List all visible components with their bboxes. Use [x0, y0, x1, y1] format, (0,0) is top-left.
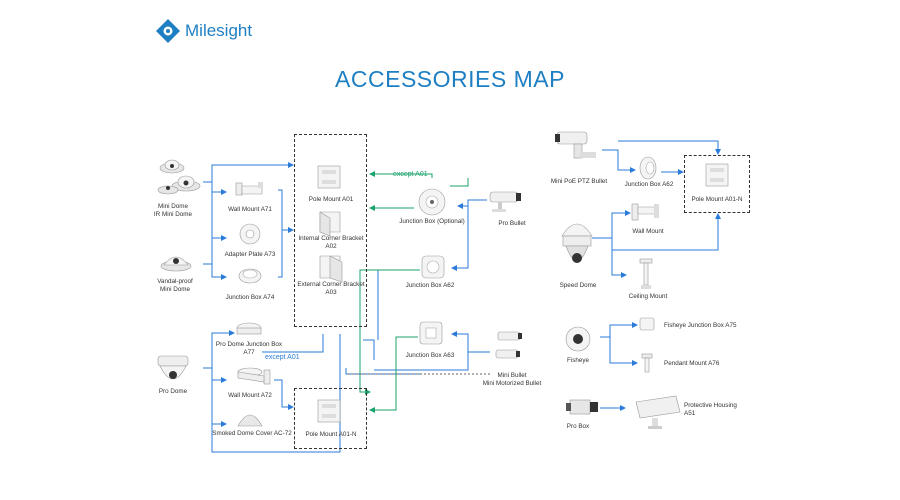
wall-mount-icon — [237, 367, 271, 385]
camera-label-fisheye: Fisheye — [566, 357, 590, 364]
camera-name: Mini Dome — [159, 285, 191, 293]
label-junction-box-a62-left: Junction Box A62 — [405, 282, 455, 289]
accessory-name: A02 — [325, 242, 337, 250]
accessory-name: Pro Dome Junction Box — [215, 341, 283, 348]
dome-camera-icon — [160, 256, 192, 272]
dome-cover-icon — [237, 414, 263, 427]
camera-label-pro-bullet: Pro Bullet — [498, 220, 526, 227]
pole-mount-group-box — [294, 134, 367, 327]
ptz-camera-icon — [555, 131, 596, 159]
pole-mount-icon — [317, 165, 341, 189]
junction-box-icon — [639, 317, 655, 331]
accessory-name: A51 — [684, 409, 696, 417]
fisheye-camera-icon — [565, 326, 591, 352]
wall-mount-icon — [235, 182, 263, 196]
label-wall-mount-a71: Wall Mount A71 — [228, 206, 272, 213]
accessory-name: External Corner Bracket — [297, 281, 365, 288]
accessory-name: A77 — [243, 348, 255, 356]
accessory-name: Protective Housing — [684, 402, 737, 409]
bracket-icon — [319, 211, 341, 237]
junction-box-icon — [639, 156, 657, 180]
camera-name: Mini Dome — [157, 203, 189, 210]
label-smoked-dome-cover: Smoked Dome Cover AC-72 — [212, 430, 292, 437]
label-junction-box-a62-right: Junction Box A62 — [624, 181, 674, 188]
label-protective-housing: Protective Housing A51 — [684, 402, 744, 417]
label-pendant-mount-a76: Pendant Mount A76 — [664, 360, 720, 367]
junction-box-icon — [238, 268, 262, 284]
camera-name: IR Mini Dome — [153, 210, 193, 218]
bracket-icon — [319, 255, 343, 283]
accessory-name: Internal Corner Bracket — [298, 235, 364, 242]
pole-mount-a01n-box-right — [684, 155, 750, 213]
label-junction-box-a74: Junction Box A74 — [225, 294, 275, 301]
junction-box-icon — [421, 255, 445, 279]
label-pole-mount-a01n-left: Pole Mount A01-N — [305, 431, 357, 438]
label-junction-box-a63: Junction Box A63 — [405, 352, 455, 359]
camera-name: Mini Motorized Bullet — [482, 379, 542, 387]
milesight-logo-icon — [156, 19, 180, 43]
pole-mount-a01n-box-left — [294, 388, 367, 449]
camera-label-mini-dome: Mini Dome IR Mini Dome — [140, 203, 206, 218]
pendant-mount-icon — [641, 353, 653, 373]
brand: Milesight — [155, 18, 252, 44]
brand-name: Milesight — [185, 21, 253, 40]
camera-label-mini-poe-ptz: Mini PoE PTZ Bullet — [550, 178, 608, 185]
ceiling-mount-icon — [639, 258, 653, 289]
bullet-camera-icon — [495, 331, 522, 359]
label-wall-mount-a72: Wall Mount A72 — [228, 392, 272, 399]
label-fisheye-junction-box-a75: Fisheye Junction Box A75 — [664, 322, 737, 329]
label-pro-dome-junction-box-a77: Pro Dome Junction Box A77 — [212, 341, 286, 356]
wall-mount-icon — [631, 203, 659, 221]
speed-dome-icon — [561, 223, 593, 263]
junction-box-icon — [419, 321, 443, 345]
note-except-a01-green: except A01 — [393, 171, 428, 178]
label-pole-mount-a01: Pole Mount A01 — [308, 196, 354, 203]
dome-camera-icon — [157, 159, 201, 195]
label-internal-corner-a02: Internal Corner Bracket A02 — [296, 235, 366, 250]
camera-label-speed-dome: Speed Dome — [559, 282, 597, 289]
label-ceiling-mount: Ceiling Mount — [628, 293, 668, 300]
camera-label-pro-box: Pro Box — [566, 423, 590, 430]
camera-label-vandal-dome: Vandal-proof Mini Dome — [142, 278, 208, 293]
bullet-camera-icon — [489, 191, 521, 212]
camera-name: Mini Bullet — [497, 372, 527, 379]
camera-label-mini-bullet: Mini Bullet Mini Motorized Bullet — [476, 372, 548, 387]
label-pole-mount-a01n-right: Pole Mount A01-N — [691, 196, 743, 203]
label-wall-mount: Wall Mount — [632, 228, 664, 235]
note-except-a01-blue: except A01 — [265, 354, 300, 361]
dome-camera-icon — [157, 355, 189, 380]
page-title: ACCESSORIES MAP — [335, 66, 565, 92]
camera-label-pro-dome: Pro Dome — [158, 388, 188, 395]
junction-box-icon — [418, 188, 446, 216]
junction-box-icon — [236, 322, 262, 335]
pole-mount-icon — [705, 163, 729, 187]
label-external-corner-a03: External Corner Bracket A03 — [296, 281, 366, 296]
accessory-name: A03 — [325, 288, 337, 296]
box-camera-icon — [566, 399, 598, 415]
camera-name: Vandal-proof — [157, 278, 193, 285]
label-junction-box-optional: Junction Box (Optional) — [399, 218, 465, 225]
adapter-plate-icon — [239, 223, 261, 245]
pole-mount-icon — [317, 399, 341, 423]
label-adapter-plate-a73: Adapter Plate A73 — [224, 251, 276, 258]
housing-icon — [635, 395, 681, 429]
